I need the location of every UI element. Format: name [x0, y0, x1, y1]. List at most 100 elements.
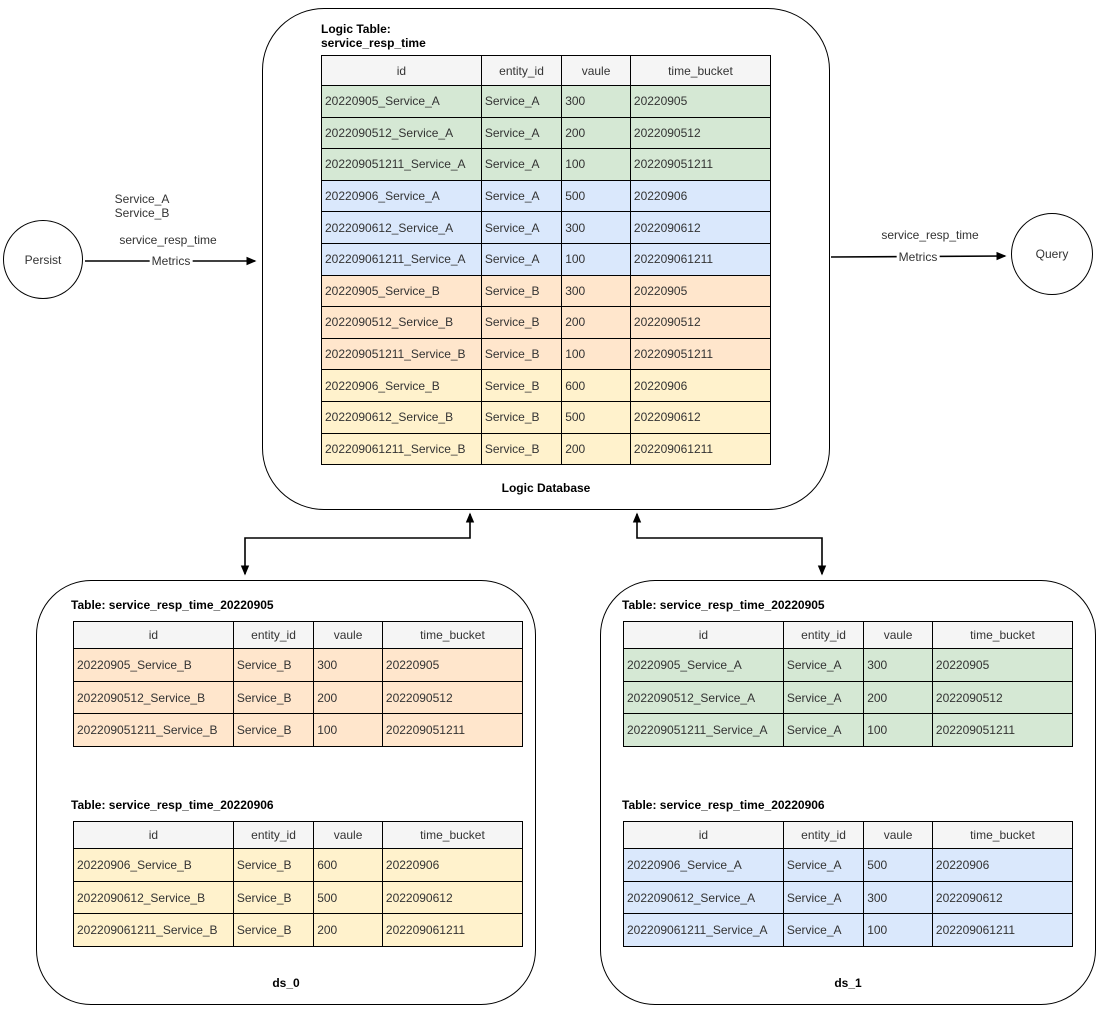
table-cell: 2022090612	[931, 880, 1074, 915]
column-header: entity_id	[232, 821, 315, 849]
ds1-table2-title: Table: service_resp_time_20220906	[622, 798, 825, 812]
table-cell: 20220906	[629, 369, 772, 402]
column-header: time_bucket	[931, 621, 1074, 649]
table-cell: 200	[313, 680, 383, 715]
table-cell: Service_A	[480, 242, 563, 276]
query-edge-name-label: Metrics	[896, 250, 940, 264]
table-cell: Service_B	[480, 369, 563, 402]
table-cell: 2022090612	[381, 880, 524, 915]
persist-node-label: Persist	[24, 252, 62, 267]
table-cell: 202209061211_Service_A	[321, 242, 482, 276]
table-cell: 202209051211	[381, 713, 524, 748]
table-cell: 2022090612	[629, 400, 772, 434]
ds1-connector-arrow	[632, 512, 827, 576]
table-cell: 2022090512_Service_A	[321, 116, 482, 150]
table-cell: 100	[863, 713, 933, 748]
ds0-table2-title: Table: service_resp_time_20220906	[71, 798, 274, 812]
table-cell: 100	[313, 713, 383, 748]
table-cell: Service_A	[782, 680, 865, 715]
table-cell: 2022090512	[381, 680, 524, 715]
table-cell: Service_A	[480, 148, 563, 181]
table-cell: 500	[313, 880, 383, 915]
table-cell: Service_B	[232, 880, 315, 915]
table-cell: 202209061211_Service_B	[73, 913, 234, 948]
column-header: vaule	[863, 621, 933, 649]
column-header: time_bucket	[381, 621, 524, 649]
ds1-table1-title: Table: service_resp_time_20220905	[622, 598, 825, 612]
ds0-label: ds_0	[272, 976, 300, 990]
persist-edge-name-label: Metrics	[149, 254, 193, 268]
table-cell: 20220905_Service_B	[321, 274, 482, 308]
column-header: id	[623, 821, 784, 849]
column-header: id	[623, 621, 784, 649]
table-cell: Service_B	[232, 713, 315, 748]
table-cell: 2022090512_Service_B	[321, 306, 482, 339]
table-cell: 20220906_Service_B	[73, 848, 234, 882]
table-cell: Service_B	[480, 337, 563, 371]
logic-database-label: Logic Database	[501, 481, 591, 495]
table-cell: 20220905	[629, 274, 772, 308]
table-cell: 202209051211_Service_B	[73, 713, 234, 748]
table-cell: 202209061211_Service_A	[623, 913, 784, 948]
table-cell: 300	[561, 211, 631, 244]
table-cell: 200	[561, 306, 631, 339]
table-cell: 202209061211_Service_B	[321, 432, 482, 466]
table-cell: Service_B	[480, 274, 563, 308]
table-cell: 20220905	[381, 648, 524, 682]
table-cell: 202209061211	[931, 913, 1074, 948]
table-cell: 20220905_Service_A	[321, 85, 482, 118]
table-cell: 20220906_Service_B	[321, 369, 482, 402]
table-cell: 2022090512	[629, 306, 772, 339]
table-cell: Service_A	[480, 85, 563, 118]
table-cell: Service_A	[480, 179, 563, 213]
table-cell: 202209051211	[931, 713, 1074, 748]
logic-table-title: Logic Table: service_resp_time	[321, 22, 426, 50]
column-header: vaule	[313, 621, 383, 649]
table-cell: Service_B	[232, 848, 315, 882]
column-header: vaule	[863, 821, 933, 849]
table-cell: 500	[561, 179, 631, 213]
persist-node: Persist	[3, 220, 83, 299]
table-cell: 500	[863, 848, 933, 882]
table-cell: Service_B	[232, 648, 315, 682]
table-cell: 200	[313, 913, 383, 948]
table-cell: 300	[561, 85, 631, 118]
table-cell: 20220905	[629, 85, 772, 118]
table-cell: Service_B	[232, 913, 315, 948]
table-cell: Service_A	[782, 913, 865, 948]
table-cell: 20220905_Service_A	[623, 648, 784, 682]
ds0-table1-title: Table: service_resp_time_20220905	[71, 598, 274, 612]
table-cell: 202209051211_Service_A	[623, 713, 784, 748]
ds1-label: ds_1	[834, 976, 862, 990]
table-cell: 200	[561, 432, 631, 466]
query-node: Query	[1011, 213, 1093, 295]
table-cell: 20220906	[381, 848, 524, 882]
table-cell: Service_B	[480, 432, 563, 466]
column-header: id	[321, 55, 482, 86]
table-cell: 300	[313, 648, 383, 682]
